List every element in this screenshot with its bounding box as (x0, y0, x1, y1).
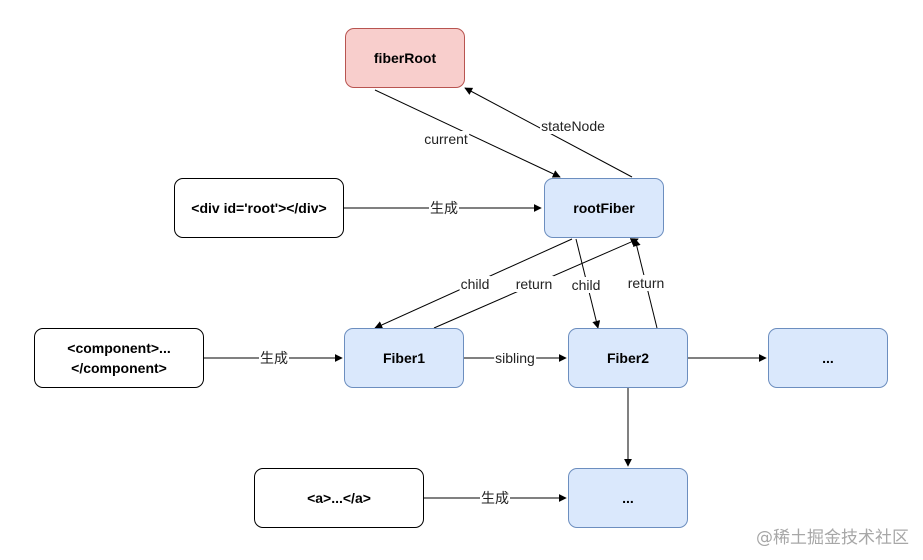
node-fiber-root-label: fiberRoot (373, 50, 437, 66)
node-ellipsis-right-label: ... (822, 350, 834, 366)
node-fiber-root: fiberRoot (345, 28, 465, 88)
node-fiber2: Fiber2 (568, 328, 688, 388)
edge-label-statenode: stateNode (540, 118, 606, 134)
edge-label-child-fiber1: child (459, 276, 491, 292)
edge-label-generate-fiber1: 生成 (259, 350, 289, 366)
edge-label-child-fiber2: child (570, 277, 602, 293)
node-component-line1: <component>... (67, 340, 171, 356)
edge-label-generate-bottom: 生成 (480, 490, 510, 506)
node-fiber1: Fiber1 (344, 328, 464, 388)
edge-label-return-fiber1: return (514, 276, 554, 292)
node-root-fiber: rootFiber (544, 178, 664, 238)
node-a-tag: <a>...</a> (254, 468, 424, 528)
watermark: @稀土掘金技术社区 (756, 528, 909, 548)
edge-label-sibling: sibling (494, 350, 536, 366)
edge-label-current: current (423, 131, 469, 147)
node-ellipsis-bottom: ... (568, 468, 688, 528)
edge-label-generate-root: 生成 (429, 200, 459, 216)
node-component-line2: </component> (71, 360, 167, 376)
node-fiber2-label: Fiber2 (606, 350, 649, 366)
node-ellipsis-bottom-label: ... (622, 490, 634, 506)
node-div-root-label: <div id='root'></div> (191, 200, 327, 216)
edge-label-return-fiber2: return (626, 275, 666, 291)
node-a-tag-label: <a>...</a> (307, 490, 371, 506)
node-fiber1-label: Fiber1 (382, 350, 425, 366)
node-component: <component>... </component> (34, 328, 204, 388)
node-div-root: <div id='root'></div> (174, 178, 344, 238)
node-root-fiber-label: rootFiber (573, 200, 635, 216)
node-ellipsis-right: ... (768, 328, 888, 388)
